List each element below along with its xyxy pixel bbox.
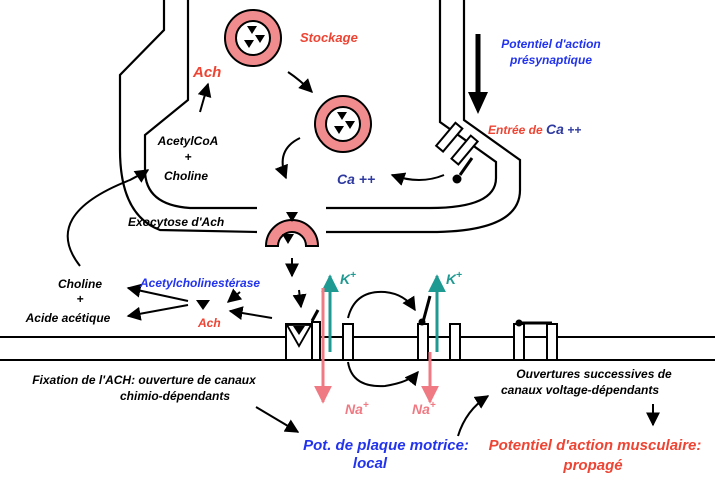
label-na-left: Na+ [345,400,369,417]
label-ca-plusplus: Ca ++ [337,171,375,187]
ion-arrows [314,274,446,404]
label-fixation-2: chimio-dépendants [120,389,230,403]
presynaptic-ap-arrow [468,34,488,114]
storage-vesicle [224,9,282,67]
exocytosis-vesicle [264,212,320,247]
label-pot-plaque-1: Pot. de plaque motrice: [303,437,469,454]
label-acetylcholinesterase: Acetylcholinestérase [139,276,260,290]
label-presynaptic-ap-1: Potentiel d'action [501,37,601,51]
label-entree-ca: Entrée de Ca ++ [488,121,581,137]
label-k-right: K+ [446,270,462,287]
label-stockage: Stockage [300,30,358,45]
label-ouvertures-2: canaux voltage-dépendants [501,383,659,397]
ach-degraded-marker [196,300,210,310]
label-acetylcoa: AcetylCoA [157,134,219,148]
voltage-gated-channel-1 [342,295,432,361]
label-exocytose: Exocytose d'Ach [128,215,224,229]
label-ouvertures-1: Ouvertures successives de [516,367,672,381]
label-fixation-1: Fixation de l'ACH: ouverture de canaux [32,373,257,387]
label-potentiel-musc-2: propagé [562,457,622,474]
label-k-left: K+ [340,270,356,287]
label-acide-acetique: Acide acétique [25,311,111,325]
label-potentiel-musc-1: Potentiel d'action musculaire: [489,437,702,454]
label-ach-top: Ach [192,64,221,81]
ach-receptor-channel [285,309,321,361]
voltage-gated-channel-2 [449,319,558,361]
label-plus-2: + [76,292,83,306]
flow-arrows [66,71,660,437]
label-pot-plaque-2: local [353,455,388,472]
presynaptic-terminal-outline [118,0,522,234]
postsynaptic-membrane [0,336,715,361]
calcium-channel [434,121,480,184]
label-choline-1: Choline [164,169,208,183]
label-plus-1: + [184,150,191,164]
migrating-vesicle [314,95,372,153]
label-choline-2: Choline [58,277,102,291]
label-ach-mid: Ach [197,316,221,330]
label-presynaptic-ap-2: présynaptique [509,53,592,67]
label-na-right: Na+ [412,400,436,417]
